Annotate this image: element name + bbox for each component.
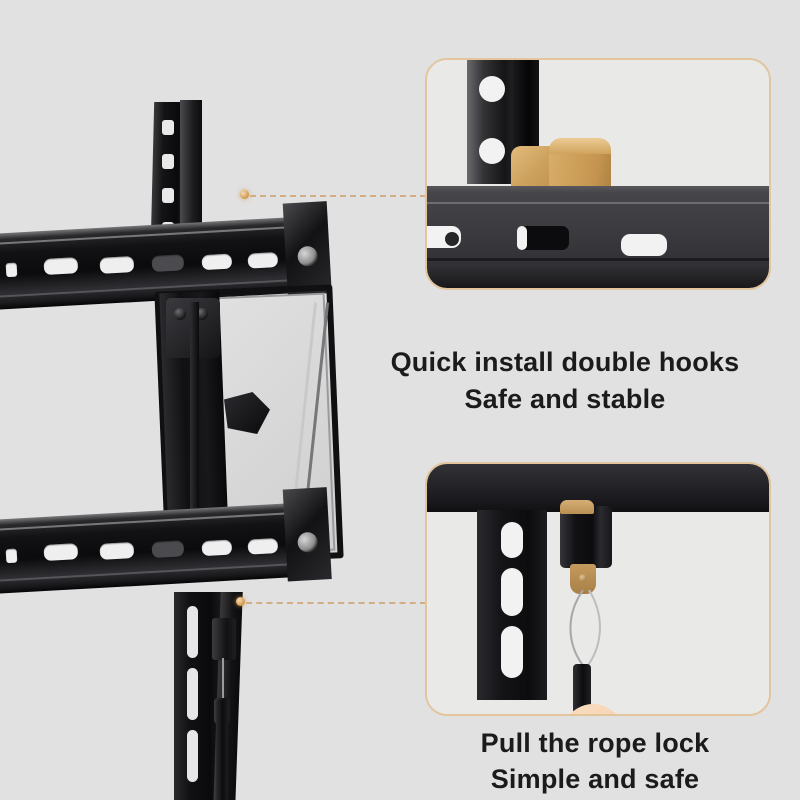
finger (551, 704, 635, 714)
wall-plate-hole (162, 188, 174, 203)
product-photo (0, 40, 404, 800)
rope-callout-box (425, 462, 771, 716)
rope-wire (222, 658, 224, 704)
rail-slot (247, 251, 279, 269)
rope-closeup-photo (427, 464, 769, 714)
bracket-slot (187, 606, 198, 658)
rope-lock-housing (212, 618, 236, 660)
rail-slot (43, 257, 79, 276)
rail-slot (151, 540, 185, 558)
rail-slot (151, 254, 185, 272)
tilt-arm-slim (190, 302, 199, 532)
rope-caption-line2: Simple and safe (490, 764, 700, 794)
rail-slot (201, 539, 233, 557)
gold-hook-top-face (549, 138, 611, 154)
rope-pull-grip (573, 664, 591, 714)
closeup-rail-slot (621, 234, 667, 256)
closeup-rail-bolt (445, 232, 459, 246)
rope-lock-cylinder (560, 506, 612, 568)
rope-lock-gold-plate (570, 564, 596, 594)
connector-rope-line (246, 602, 426, 604)
rope-pull-tab (216, 700, 228, 800)
bolt-icon (174, 308, 186, 320)
rail-slot (99, 542, 135, 560)
connector-hook-dot (240, 190, 249, 199)
closeup-bracket-slot (501, 522, 523, 558)
closeup-bracket-top (427, 464, 769, 512)
rope-caption-line1: Pull the rope lock (480, 728, 710, 758)
lower-mounting-rail (0, 487, 332, 596)
connector-hook-line (250, 195, 426, 197)
closeup-bracket-slot (501, 626, 523, 678)
rail-slot (43, 543, 79, 562)
rope-lock-gold-cap (560, 500, 594, 514)
rail-slot (99, 256, 135, 274)
closeup-bracket-slot (501, 568, 523, 616)
rail-slot (201, 253, 233, 271)
rail-hole (5, 262, 18, 278)
wall-plate-hole (162, 154, 174, 169)
hook-caption-line1: Quick install double hooks (390, 347, 740, 377)
rail-hole (5, 548, 18, 564)
finger (613, 714, 699, 716)
connector-rope-dot (236, 597, 245, 606)
closeup-plate-hole (479, 138, 505, 164)
bolt-icon (196, 308, 208, 320)
hook-closeup-photo (427, 60, 769, 288)
rope-wire-loop (569, 590, 601, 669)
bracket-slot (187, 668, 198, 720)
bracket-slot (187, 730, 198, 782)
closeup-mounting-rail (427, 186, 769, 288)
closeup-plate-hole (479, 76, 505, 102)
hook-callout-box (425, 58, 771, 290)
rail-slot (247, 537, 279, 555)
wall-plate-hole (162, 120, 174, 135)
closeup-slot-edge (517, 226, 527, 250)
finger (501, 714, 577, 716)
screw-icon (579, 574, 587, 582)
hook-caption-line2: Safe and stable (464, 384, 666, 414)
